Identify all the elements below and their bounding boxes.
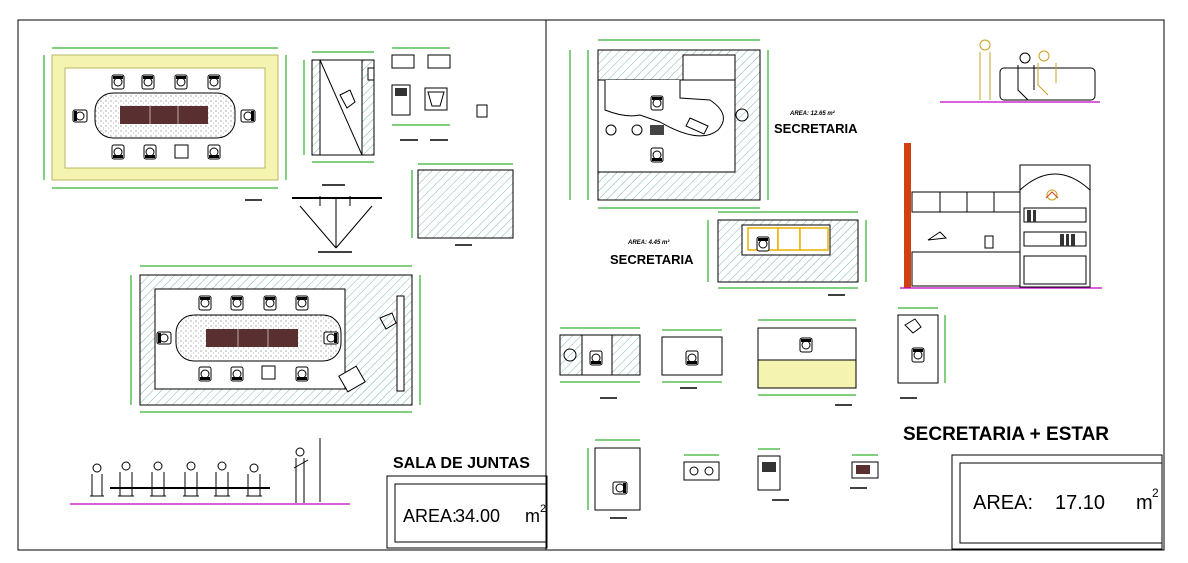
right-area-label: AREA: xyxy=(973,492,1033,514)
right-area-box-inner xyxy=(959,462,1163,544)
lounge-elevation xyxy=(940,39,1100,103)
detail-lampara xyxy=(683,454,720,481)
projector-details xyxy=(391,47,488,141)
plan-area-mid: AREA: 4.45 m² xyxy=(627,239,670,246)
office-elevation xyxy=(900,143,1102,289)
left-area-label: AREA: xyxy=(403,506,457,526)
detail-secretaria-atendiendo xyxy=(559,327,641,383)
plan-title-top: SECRETARIA xyxy=(774,121,858,136)
left-area-unit: m xyxy=(525,506,540,526)
left-area-value: 34.00 xyxy=(455,506,500,526)
detail-recepcion xyxy=(897,307,946,399)
meeting-room-plan-bottom xyxy=(130,265,421,413)
meeting-elevation xyxy=(70,438,350,505)
right-area-unit: m xyxy=(1136,492,1153,514)
detail-computadora xyxy=(757,448,789,501)
right-sheet-frame xyxy=(545,19,1165,551)
plan-title-mid: SECRETARIA xyxy=(610,252,694,267)
projection-screen-side xyxy=(292,184,382,253)
projection-screen-front xyxy=(411,163,514,246)
right-area-sup: 2 xyxy=(1152,486,1159,500)
meeting-room-plan-top xyxy=(43,47,287,189)
right-sheet-title: SECRETARIA + ESTAR xyxy=(903,424,1109,445)
detail-estante xyxy=(587,439,641,519)
secretary-plan-top xyxy=(569,39,769,209)
secretary-plan-mid xyxy=(707,211,867,296)
left-area-box-inner xyxy=(394,483,548,543)
detail-esperar xyxy=(757,319,857,406)
plan-area-top: AREA: 12.65 m² xyxy=(789,110,836,117)
cabinet-plan xyxy=(303,51,375,163)
left-area-sup: 2 xyxy=(540,503,546,515)
right-area-value: 17.10 xyxy=(1055,492,1105,514)
detail-archivo xyxy=(661,329,723,383)
left-sheet-title: SALA DE JUNTAS xyxy=(393,455,530,472)
table-top-detail xyxy=(120,106,208,124)
detail-archivos xyxy=(850,454,879,489)
